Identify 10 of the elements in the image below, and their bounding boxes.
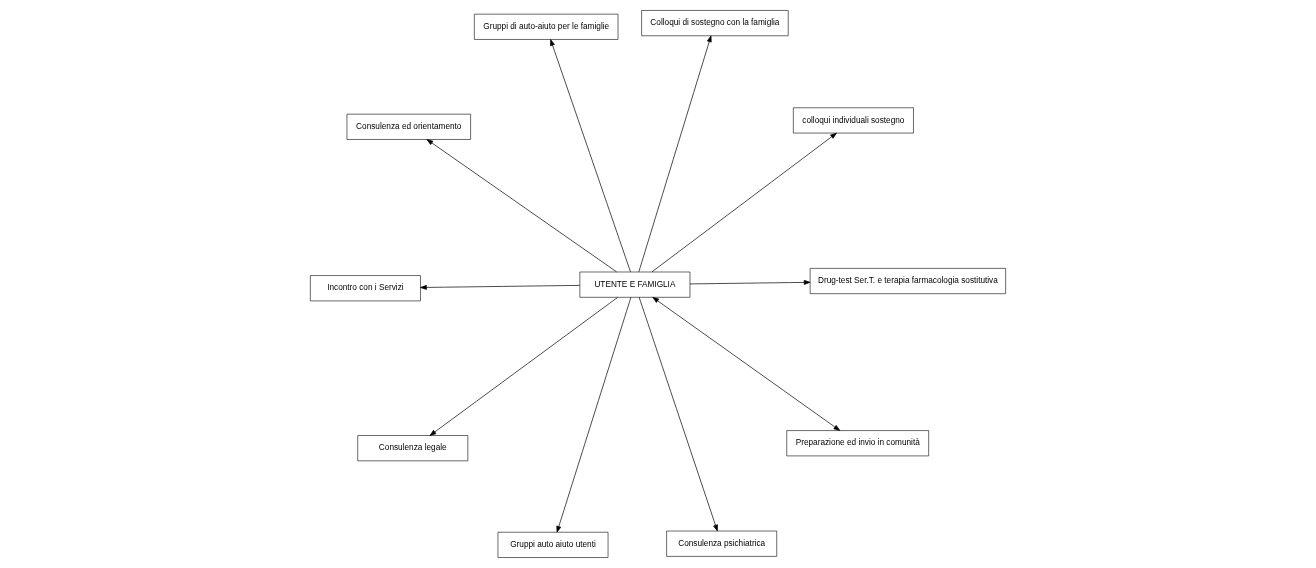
arrow xyxy=(550,39,631,273)
arrow xyxy=(652,297,841,431)
arrow xyxy=(651,132,837,273)
arrow xyxy=(556,297,632,533)
arrow xyxy=(689,280,811,285)
arrow xyxy=(420,285,581,290)
arrow xyxy=(638,296,718,532)
arrow xyxy=(429,297,619,436)
arrow xyxy=(426,139,617,273)
arrow xyxy=(638,35,712,273)
